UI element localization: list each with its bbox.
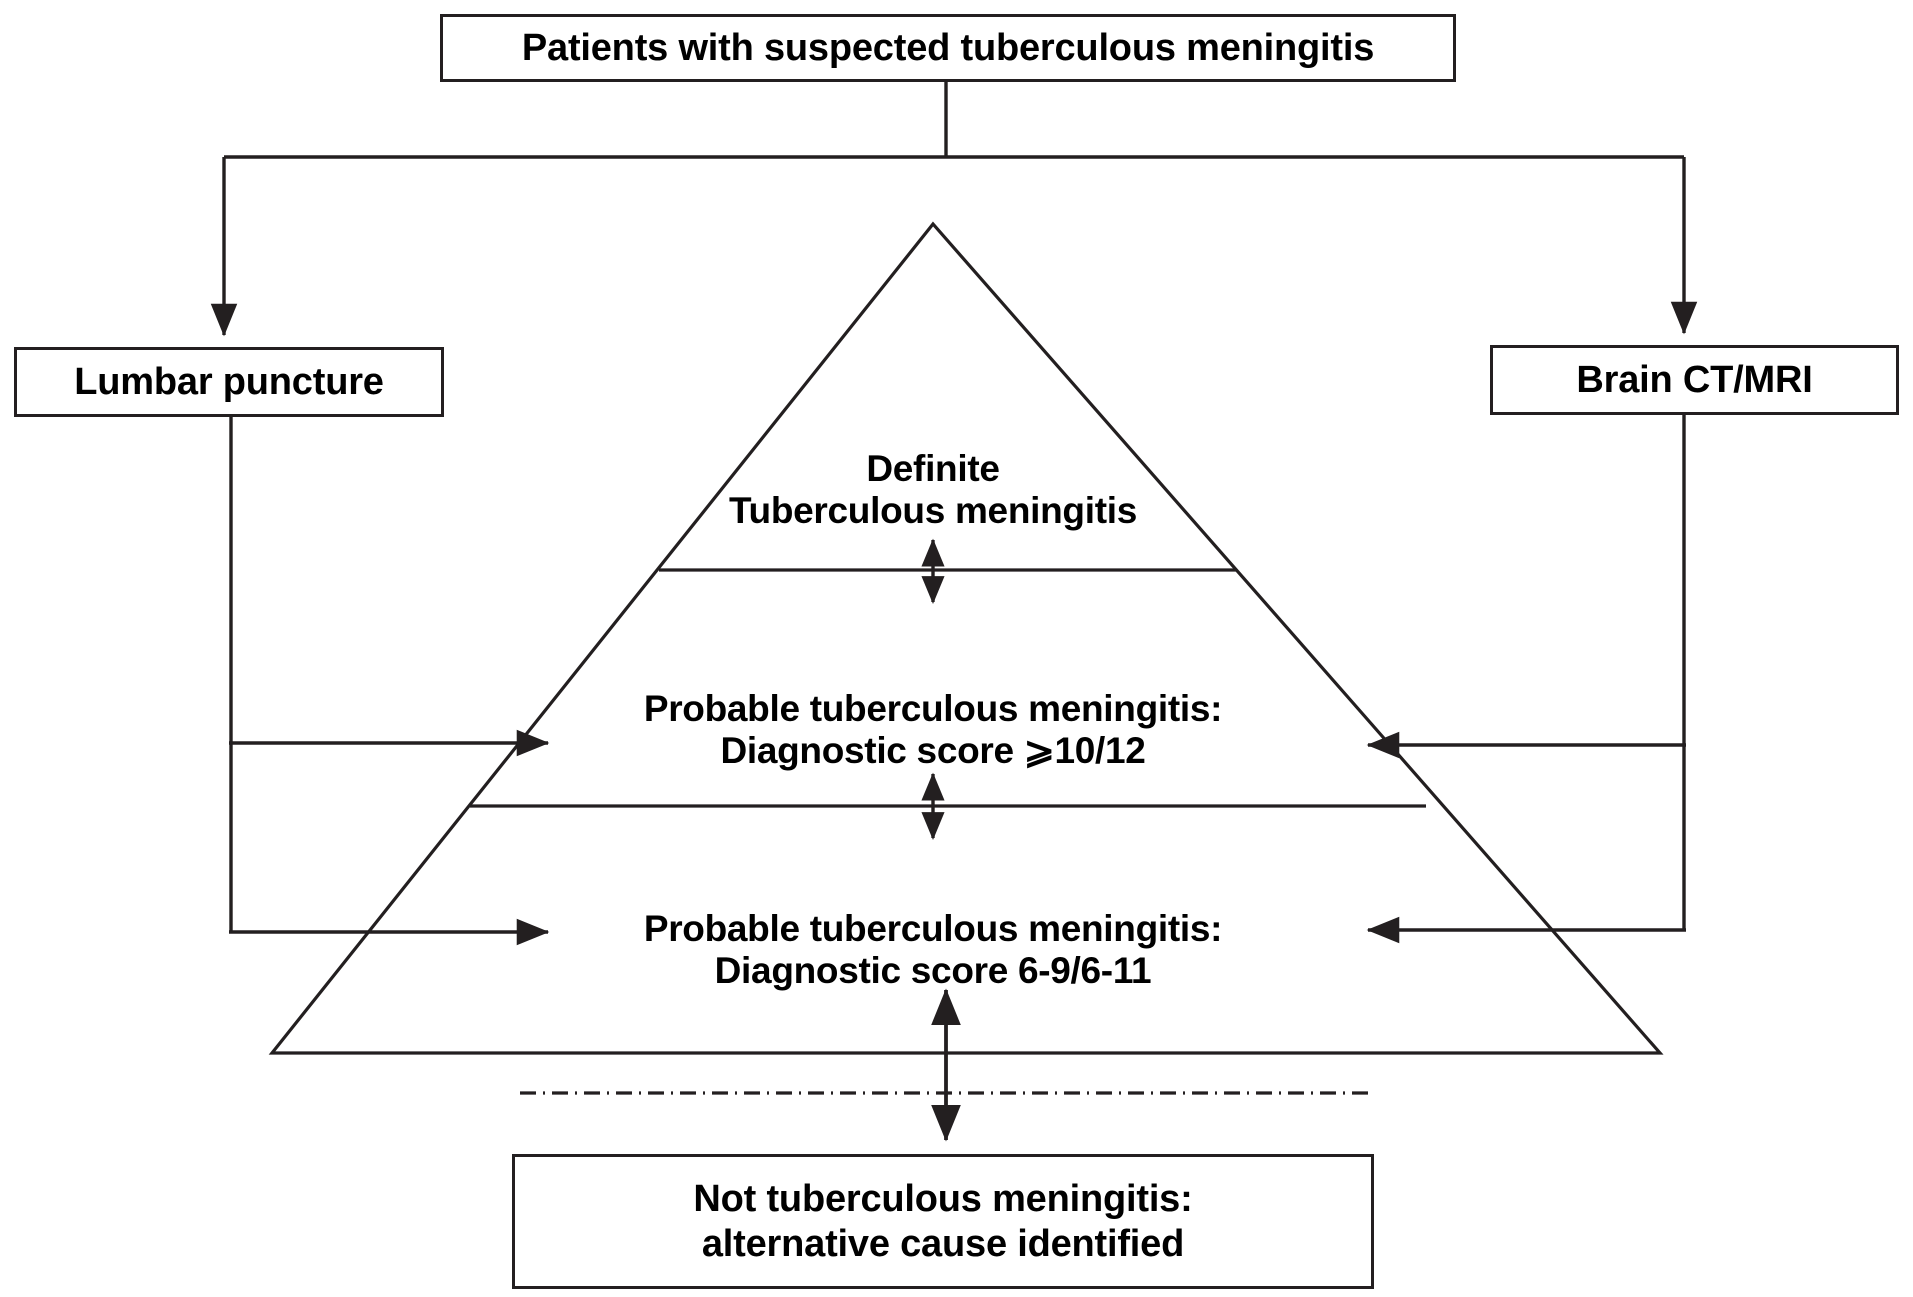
box-not-tuberculous-meningitis[interactable]: Not tuberculous meningitis: alternative … (512, 1154, 1374, 1289)
box-lumbar-puncture-label: Lumbar puncture (74, 360, 384, 403)
tier-probable-high-line2: Diagnostic score ⩾10/12 (720, 730, 1146, 772)
box-not-tbm-line1: Not tuberculous meningitis: (693, 1177, 1193, 1220)
tier-label-definite: Definite Tuberculous meningitis (683, 448, 1183, 532)
box-suspected-tbm[interactable]: Patients with suspected tuberculous meni… (440, 14, 1456, 82)
box-not-tbm-line2: alternative cause identified (701, 1222, 1185, 1265)
connector-lumbar-branch (229, 417, 550, 946)
box-brain-ct-mri[interactable]: Brain CT/MRI (1490, 345, 1899, 415)
box-lumbar-puncture[interactable]: Lumbar puncture (14, 347, 444, 417)
tier-label-probable-high: Probable tuberculous meningitis: Diagnos… (533, 688, 1333, 772)
tier-probable-low-line1: Probable tuberculous meningitis: (643, 908, 1223, 949)
tier-definite-line1: Definite (866, 448, 1000, 489)
tier-probable-high-line1: Probable tuberculous meningitis: (643, 688, 1223, 729)
tier-probable-low-line2: Diagnostic score 6-9/6-11 (714, 950, 1152, 992)
tier-label-probable-low: Probable tuberculous meningitis: Diagnos… (533, 908, 1333, 992)
pyramid-outline (268, 221, 1664, 1055)
box-brain-ct-mri-label: Brain CT/MRI (1576, 358, 1813, 401)
connector-top-split (210, 82, 1698, 337)
box-suspected-tbm-label: Patients with suspected tuberculous meni… (521, 26, 1375, 69)
connector-brain-branch (1366, 415, 1686, 944)
tier-definite-line2: Tuberculous meningitis (729, 490, 1137, 532)
